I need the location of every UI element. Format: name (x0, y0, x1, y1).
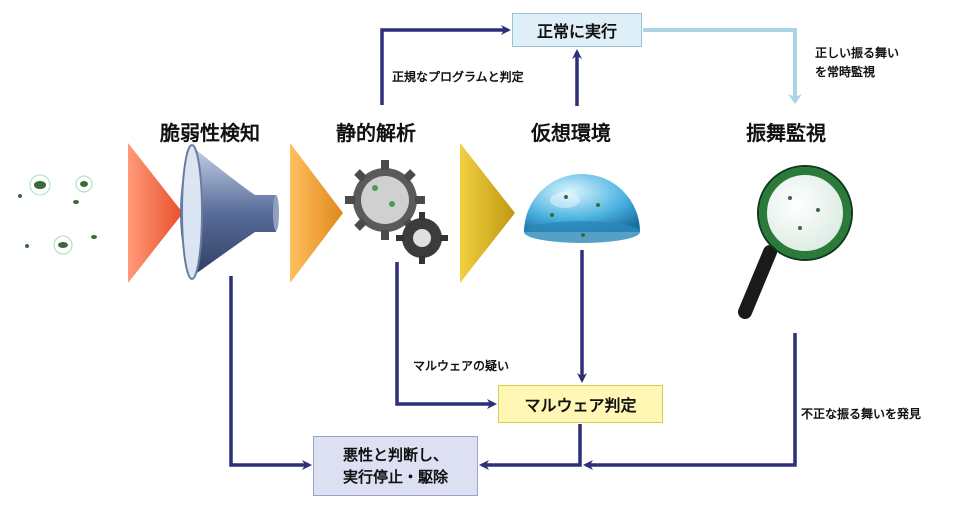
label-suspect: マルウェアの疑い (413, 359, 510, 373)
flow-triangle-1 (128, 143, 183, 283)
flow-triangle-2 (290, 143, 343, 283)
stage-label-virtual: 仮想環境 (531, 121, 611, 145)
stage-label-monitor: 振舞監視 (746, 121, 826, 145)
label-watch-line2: を常時監視 (815, 65, 876, 79)
label-watch-line1: 正しい振る舞い (815, 46, 900, 60)
arrow-monitor-to-stop (583, 333, 797, 470)
box-malware-judgement: マルウェア判定 (498, 385, 663, 423)
bugs-icon (18, 174, 97, 255)
arrow-static-to-malware (395, 262, 497, 409)
funnel-icon (180, 144, 279, 280)
box-stop-remove: 悪性と判断し、 実行停止・駆除 (313, 436, 478, 496)
stage-label-vuln: 脆弱性検知 (160, 121, 260, 145)
flow-triangle-3 (460, 143, 515, 283)
box-stop-line1: 悪性と判断し、 (342, 446, 448, 464)
box-stop-line2: 実行停止・駆除 (342, 468, 448, 486)
stage-label-static: 静的解析 (336, 121, 416, 145)
arrow-run-to-monitor (643, 28, 802, 104)
gears-icon (345, 160, 448, 264)
arrow-vuln-to-stop (229, 276, 312, 470)
arrow-static-to-run (380, 25, 511, 105)
label-found: 不正な振る舞いを発見 (801, 407, 922, 421)
dome-icon (524, 174, 640, 243)
label-legit: 正規なプログラムと判定 (392, 70, 524, 84)
magnifier-icon (738, 165, 853, 319)
box-normal-run: 正常に実行 (512, 13, 642, 47)
arrow-malware-to-stop (479, 424, 582, 470)
